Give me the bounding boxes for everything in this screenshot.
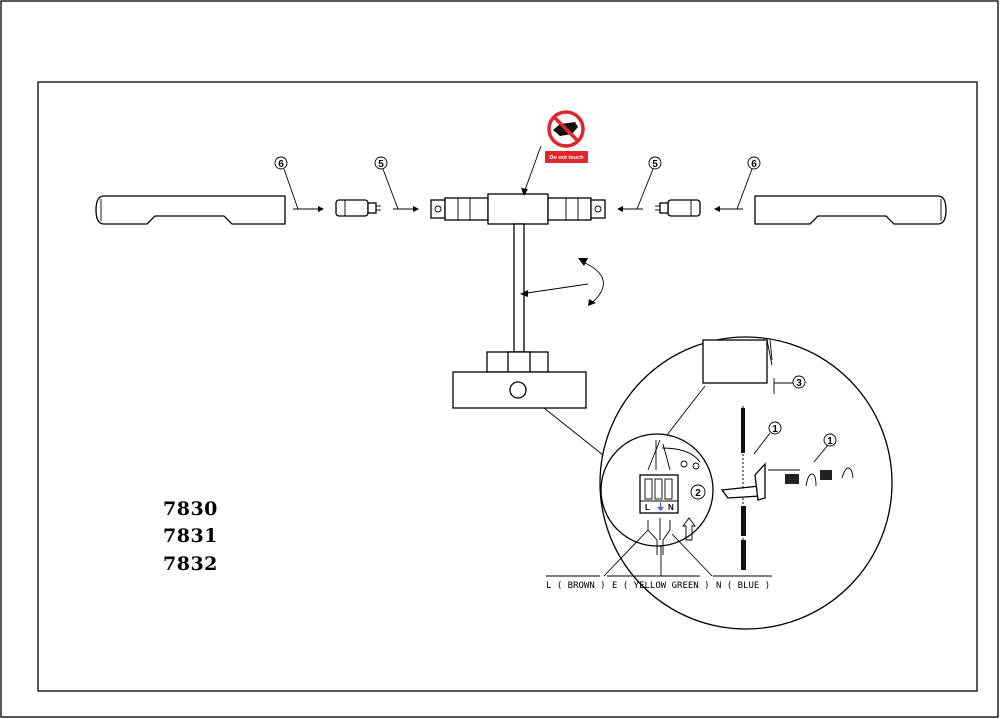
bulb-right — [655, 199, 701, 217]
svg-text:1: 1 — [827, 436, 833, 447]
bulb-left — [335, 199, 381, 217]
cover-block: 3 — [702, 339, 806, 394]
terminal-neutral-label: N — [668, 503, 674, 512]
wire-leaders: L ( BROWN ) E ( YELLOW GREEN ) N ( BLUE … — [546, 529, 772, 591]
assembly-arrows — [293, 145, 743, 306]
shade-tube-right — [754, 195, 947, 225]
wire-label-blue: N ( BLUE ) — [716, 581, 770, 591]
shade-tube-left — [95, 195, 286, 225]
central-connector — [430, 193, 606, 225]
terminal-live-label: L — [645, 503, 650, 512]
callout-6-left: 6 — [274, 156, 299, 210]
svg-text:Do not touch: Do not touch — [550, 155, 585, 161]
do-not-touch-sign: Do not touch — [545, 110, 588, 163]
svg-text:5: 5 — [652, 159, 658, 170]
callout-5-left: 5 — [374, 156, 399, 210]
drawing-frame — [37, 81, 978, 692]
terminal-block: L ⏚ N 2 — [639, 439, 706, 555]
svg-text:3: 3 — [796, 378, 802, 389]
terminal-earth-label: ⏚ — [656, 502, 665, 512]
wall-base — [452, 351, 587, 409]
wire-label-brown: L ( BROWN ) — [546, 581, 606, 591]
detail-leader — [543, 407, 604, 456]
wire-label-earth: E ( YELLOW GREEN ) — [612, 581, 710, 591]
detail-circle-large — [599, 336, 893, 630]
svg-text:1: 1 — [772, 424, 778, 435]
mounting-hardware: 1 1 — [720, 406, 854, 570]
svg-text:6: 6 — [751, 159, 757, 170]
model-number: 7832 — [163, 553, 218, 575]
callout-6-right: 6 — [736, 156, 761, 210]
model-number: 7830 — [163, 498, 218, 520]
lamp-stem — [513, 223, 525, 353]
svg-text:2: 2 — [695, 488, 701, 499]
svg-text:6: 6 — [278, 159, 284, 170]
svg-text:5: 5 — [378, 159, 384, 170]
callout-5-right: 5 — [636, 156, 662, 210]
model-number: 7831 — [163, 525, 218, 547]
